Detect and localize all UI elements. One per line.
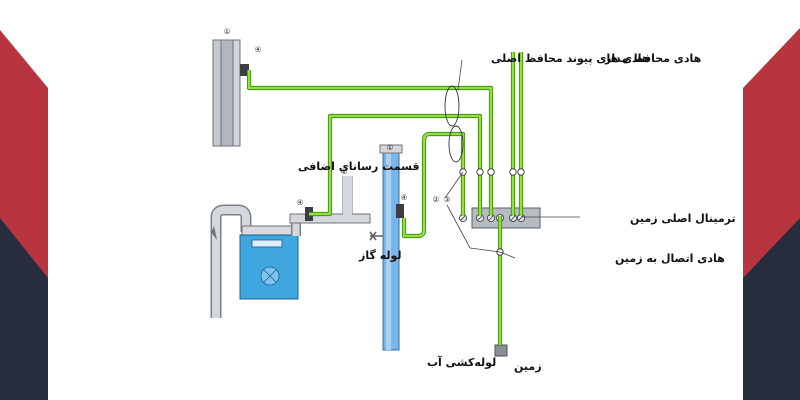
conductor-gas-bond: [309, 113, 483, 217]
terminal-screw-slot: [510, 215, 516, 221]
marker-four-beam: ④: [255, 45, 262, 54]
extraneous-part-beam: [212, 39, 249, 147]
bonding-group-ellipse-lower: [448, 125, 464, 163]
earth-electrode: [494, 344, 508, 357]
terminal-screw-slot: [477, 215, 483, 221]
marker-two: ②: [433, 195, 440, 204]
water-pipe-clamp: [396, 204, 404, 218]
label-main-bonding-conductors: هادی های پیوند محافظ اصلی: [491, 52, 650, 65]
svg-text:④: ④: [255, 45, 262, 54]
svg-text:④: ④: [401, 193, 408, 202]
marker-three: ③: [444, 195, 451, 204]
label-gas-pipe: لوله گاز: [358, 249, 402, 262]
marker-four-water: ④: [401, 193, 408, 202]
marker-one-beam: ①: [224, 27, 231, 36]
conductor-water-bond: [401, 131, 466, 239]
svg-text:①: ①: [387, 143, 394, 152]
marker-four-gas: ④: [297, 198, 304, 207]
terminal-screw-slot: [488, 215, 494, 221]
right-navy-stripe: [743, 218, 800, 400]
left-navy-stripe: [0, 218, 48, 400]
label-main-earthing-terminal: ترمینال اصلی زمین: [630, 212, 736, 225]
marker-one-water: ①: [387, 143, 394, 152]
label-water-pipe: لوله‌کشی آب: [427, 355, 496, 369]
marker-one-gas: ①: [341, 167, 348, 176]
label-extraneous-conductive-part: قسمت رسانای اضافی: [298, 160, 420, 173]
label-earthing-conductor: هادی اتصال به زمین: [615, 252, 725, 265]
decorative-left-stripes: [0, 30, 48, 400]
gas-meter-icon: [210, 204, 301, 318]
svg-text:③: ③: [444, 195, 451, 204]
beam-clamp: [240, 64, 249, 76]
svg-text:②: ②: [433, 195, 440, 204]
terminal-screw-slot: [518, 215, 524, 221]
bonding-group-ellipse: [444, 85, 460, 127]
terminal-screw-slot: [460, 215, 466, 221]
svg-text:④: ④: [297, 198, 304, 207]
conductor-beam-bond: [246, 70, 494, 216]
water-pipe: [369, 144, 404, 351]
svg-text:①: ①: [224, 27, 231, 36]
label-earth: زمین: [514, 360, 542, 373]
conductor-junctions: [459, 168, 525, 256]
svg-text:①: ①: [341, 167, 348, 176]
leader-lines: [444, 59, 580, 259]
markers: ① ④ ① ④ ① ④ ② ③: [224, 27, 451, 207]
decorative-right-stripes: [743, 28, 800, 400]
protective-conductors: [246, 52, 524, 345]
label-circuit-protective-conductor: هادی محافظ مدار: [604, 52, 701, 65]
